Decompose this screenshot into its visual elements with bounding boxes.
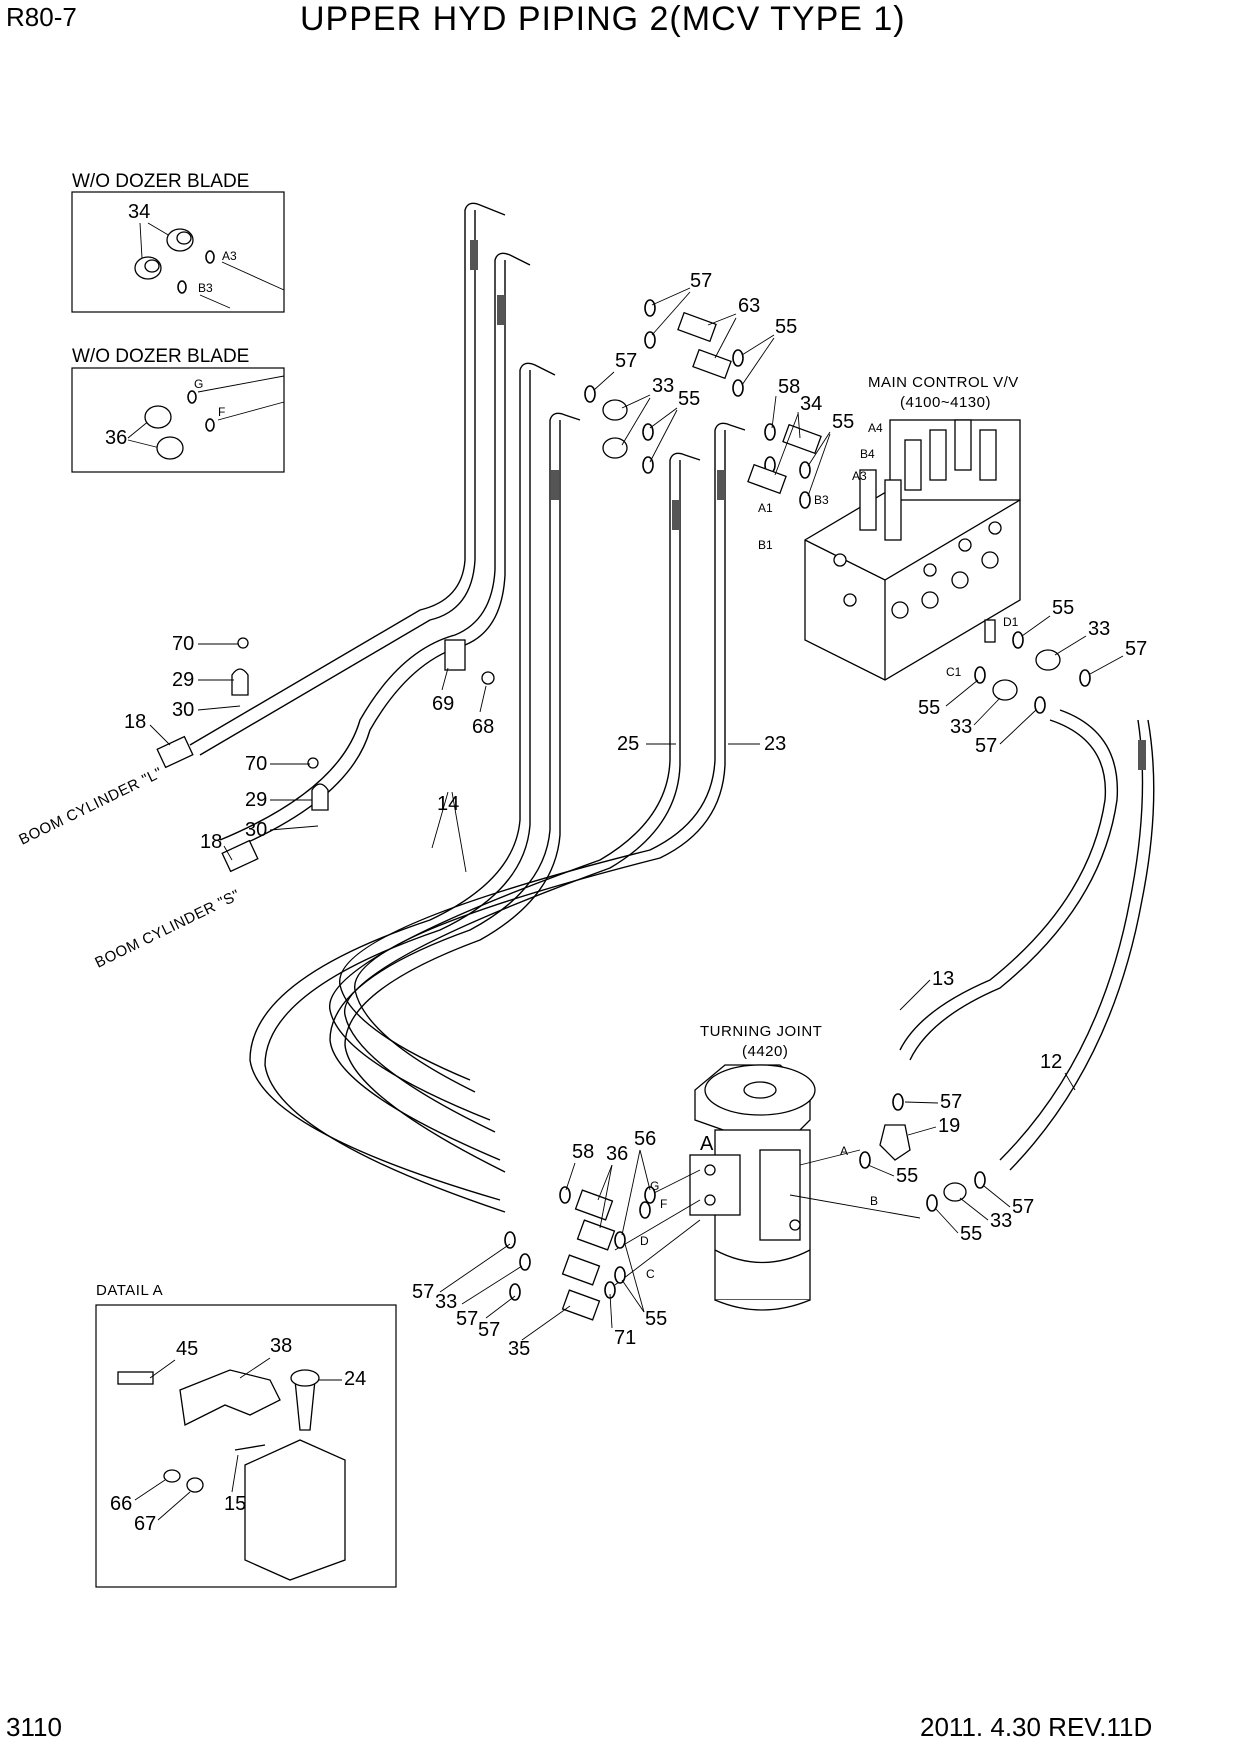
inset-2-part-36: 36 — [105, 427, 127, 449]
callout-57: 57 — [412, 1281, 434, 1303]
port-label-c: C — [646, 1267, 655, 1281]
callout-57: 57 — [690, 270, 712, 292]
main-control-valve: MAIN CONTROL V/V (4100~4130) A4 B4 A3 B3… — [758, 374, 1021, 681]
revision-date: 2011. 4.30 REV.11D — [920, 1712, 1153, 1742]
callout-33: 33 — [652, 375, 674, 397]
fittings-upper — [584, 299, 1091, 714]
detail-a-part-38: 38 — [270, 1335, 292, 1357]
detail-a-reference: A — [700, 1133, 714, 1155]
callout-23: 23 — [764, 733, 786, 755]
port-label-g: G — [650, 1179, 659, 1193]
page-number: 3110 — [6, 1712, 62, 1742]
inset-1-part-34: 34 — [128, 201, 150, 223]
callout-34: 34 — [800, 393, 822, 415]
callout-71: 71 — [614, 1327, 636, 1349]
hydraulic-hoses — [189, 202, 1155, 1213]
callout-33: 33 — [1088, 618, 1110, 640]
inset-dozer-blade-1: W/O DOZER BLADE 34 A3 B3 — [71, 171, 285, 313]
port-label-a: A — [840, 1144, 848, 1158]
callout-57: 57 — [1012, 1196, 1034, 1218]
port-label-b: B — [870, 1194, 878, 1208]
callout-57: 57 — [940, 1091, 962, 1113]
callout-13: 13 — [932, 968, 954, 990]
page-title: UPPER HYD PIPING 2(MCV TYPE 1) — [300, 0, 906, 38]
callout-36: 36 — [606, 1143, 628, 1165]
boom-cylinder-l-label: BOOM CYLINDER "L" — [16, 764, 165, 848]
boom-cylinder-s-label: BOOM CYLINDER "S" — [92, 887, 243, 972]
callout-33: 33 — [950, 716, 972, 738]
inset-detail-a: DATAIL A 45 38 24 15 66 67 — [95, 1282, 397, 1588]
model-code: R80-7 — [6, 2, 77, 32]
mcv-serial: (4100~4130) — [900, 394, 991, 411]
inset-2-title: W/O DOZER BLADE — [72, 346, 249, 367]
detail-a-title: DATAIL A — [96, 1282, 163, 1299]
callout-55: 55 — [896, 1165, 918, 1187]
inset-2-port-f: F — [218, 405, 225, 419]
part-callouts: 57 63 55 57 33 55 58 34 55 55 33 57 55 3… — [124, 270, 1147, 1360]
callout-14: 14 — [437, 793, 459, 815]
inset-1-title: W/O DOZER BLADE — [72, 171, 249, 192]
detail-a-part-15: 15 — [224, 1493, 246, 1515]
port-label-d1: D1 — [1003, 615, 1019, 629]
detail-a-part-24: 24 — [344, 1368, 366, 1390]
callout-29: 29 — [245, 789, 267, 811]
port-label-a1: A1 — [758, 501, 773, 515]
callout-29: 29 — [172, 669, 194, 691]
detail-a-part-45: 45 — [176, 1338, 198, 1360]
callout-69: 69 — [432, 693, 454, 715]
port-label-b4: B4 — [860, 447, 875, 461]
callout-18: 18 — [124, 711, 146, 733]
callout-30: 30 — [245, 819, 267, 841]
callout-57: 57 — [478, 1319, 500, 1341]
inset-1-port-b3: B3 — [198, 281, 213, 295]
turning-joint: TURNING JOINT (4420) A G F D C A B — [614, 1023, 921, 1311]
port-label-f: F — [660, 1197, 667, 1211]
detail-a-part-67: 67 — [134, 1513, 156, 1535]
callout-56: 56 — [634, 1128, 656, 1150]
callout-18: 18 — [200, 831, 222, 853]
inset-dozer-blade-2: W/O DOZER BLADE 36 G F — [71, 346, 285, 473]
callout-55: 55 — [645, 1308, 667, 1330]
callout-57: 57 — [615, 350, 637, 372]
callout-33: 33 — [435, 1291, 457, 1313]
port-label-a3: A3 — [852, 469, 867, 483]
leader-lines — [149, 287, 1124, 1341]
detail-a-part-66: 66 — [110, 1493, 132, 1515]
callout-35: 35 — [508, 1338, 530, 1360]
callout-55: 55 — [918, 697, 940, 719]
port-label-b3: B3 — [814, 493, 829, 507]
callout-58: 58 — [572, 1141, 594, 1163]
port-label-d: D — [640, 1234, 649, 1248]
fittings-lower — [504, 1093, 986, 1321]
callout-57: 57 — [1125, 638, 1147, 660]
callout-57: 57 — [456, 1308, 478, 1330]
callout-55: 55 — [775, 316, 797, 338]
callout-55: 55 — [1052, 597, 1074, 619]
inset-2-port-g: G — [194, 377, 203, 391]
callout-70: 70 — [172, 633, 194, 655]
mcv-label: MAIN CONTROL V/V — [868, 374, 1019, 391]
inset-1-port-a3: A3 — [222, 249, 237, 263]
port-label-c1: C1 — [946, 665, 962, 679]
callout-63: 63 — [738, 295, 760, 317]
callout-12: 12 — [1040, 1051, 1062, 1073]
callout-70: 70 — [245, 753, 267, 775]
callout-57: 57 — [975, 735, 997, 757]
callout-33: 33 — [990, 1210, 1012, 1232]
callout-30: 30 — [172, 699, 194, 721]
port-label-b1: B1 — [758, 538, 773, 552]
port-label-a4: A4 — [868, 421, 883, 435]
callout-55: 55 — [832, 411, 854, 433]
callout-55: 55 — [678, 388, 700, 410]
callout-68: 68 — [472, 716, 494, 738]
callout-25: 25 — [617, 733, 639, 755]
clamps-and-ends — [156, 637, 495, 873]
callout-58: 58 — [778, 376, 800, 398]
callout-55: 55 — [960, 1223, 982, 1245]
callout-19: 19 — [938, 1115, 960, 1137]
turning-joint-code: (4420) — [742, 1043, 788, 1060]
turning-joint-label: TURNING JOINT — [700, 1023, 822, 1040]
